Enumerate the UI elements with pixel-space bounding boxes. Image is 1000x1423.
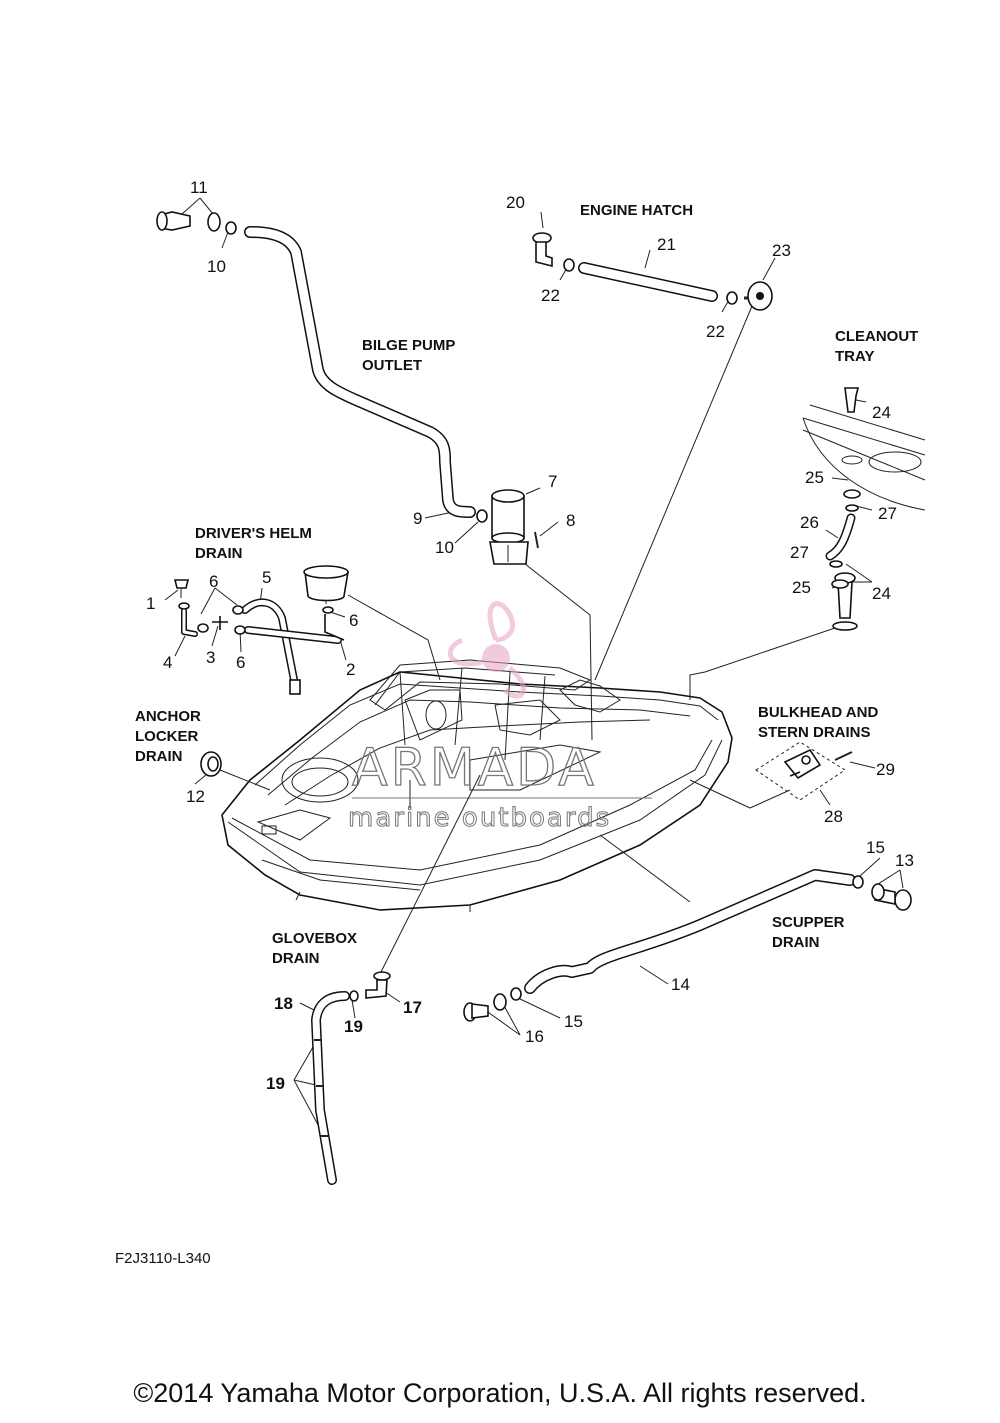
part-numbers: 11 10 20 21 23 22 22 24 25 27 26 27 25 2… bbox=[146, 178, 914, 1093]
callout-10: 10 bbox=[207, 257, 226, 276]
fittings bbox=[156, 211, 912, 1137]
callout-25: 25 bbox=[805, 468, 824, 487]
callout-28: 28 bbox=[824, 807, 843, 826]
engine-hatch-hose bbox=[578, 262, 718, 302]
callout-24: 24 bbox=[872, 584, 891, 603]
callout-12: 12 bbox=[186, 787, 205, 806]
callout-24: 24 bbox=[872, 403, 891, 422]
callout-18: 18 bbox=[274, 994, 293, 1013]
callout-19: 19 bbox=[344, 1017, 363, 1036]
watermark-brand: ARMADA bbox=[352, 738, 597, 798]
callout-11: 11 bbox=[190, 178, 208, 197]
callout-13: 13 bbox=[895, 851, 914, 870]
cleanout-hose bbox=[825, 513, 856, 561]
callout-26: 26 bbox=[800, 513, 819, 532]
helm-drain-hoses bbox=[181, 598, 342, 694]
callout-20: 20 bbox=[506, 193, 525, 212]
callout-27: 27 bbox=[878, 504, 897, 523]
callout-1: 1 bbox=[146, 594, 155, 613]
callout-19: 19 bbox=[266, 1074, 285, 1093]
callout-6: 6 bbox=[349, 611, 358, 630]
callout-15: 15 bbox=[564, 1012, 583, 1031]
callout-8: 8 bbox=[566, 511, 575, 530]
callout-16: 16 bbox=[525, 1027, 544, 1046]
callout-10: 10 bbox=[435, 538, 454, 557]
leader-lines bbox=[164, 197, 904, 1137]
cleanout-tray bbox=[802, 404, 926, 511]
callout-22: 22 bbox=[706, 322, 725, 341]
callout-4: 4 bbox=[163, 653, 172, 672]
boat-illustration bbox=[221, 659, 733, 912]
callout-15: 15 bbox=[866, 838, 885, 857]
callout-2: 2 bbox=[346, 660, 355, 679]
callout-7: 7 bbox=[548, 472, 557, 491]
callout-9: 9 bbox=[413, 509, 422, 528]
watermark-tagline: marine outboards bbox=[348, 803, 611, 833]
copyright-notice: ©2014 Yamaha Motor Corporation, U.S.A. A… bbox=[133, 1378, 867, 1408]
callout-14: 14 bbox=[671, 975, 690, 994]
diagram-code: F2J3110-L340 bbox=[115, 1250, 211, 1267]
bilge-pump-outlet-hose bbox=[244, 226, 476, 518]
callout-29: 29 bbox=[876, 760, 895, 779]
callout-23: 23 bbox=[772, 241, 791, 260]
armada-logo-watermark bbox=[447, 601, 526, 699]
callout-3: 3 bbox=[206, 648, 215, 667]
scupper-drain-hose bbox=[524, 869, 856, 994]
callout-6: 6 bbox=[209, 572, 218, 591]
callout-27: 27 bbox=[790, 543, 809, 562]
label-engine-hatch: ENGINE HATCH bbox=[580, 202, 693, 219]
glovebox-drain-hose bbox=[311, 991, 350, 1185]
callout-25: 25 bbox=[792, 578, 811, 597]
callout-17: 17 bbox=[403, 998, 422, 1017]
callout-6: 6 bbox=[236, 653, 245, 672]
callout-5: 5 bbox=[262, 568, 271, 587]
callout-22: 22 bbox=[541, 286, 560, 305]
callout-21: 21 bbox=[657, 235, 676, 254]
